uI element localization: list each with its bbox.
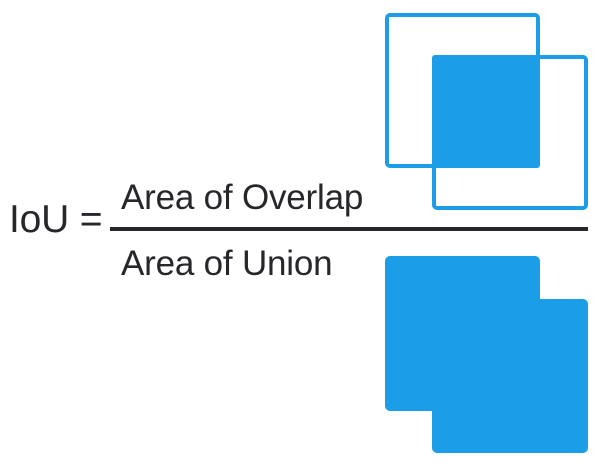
intersection-region-overlay (434, 57, 538, 166)
overlap-diagram-svg (385, 13, 588, 210)
overlap-diagram (370, 0, 600, 224)
union-diagram (370, 244, 600, 468)
iou-label: IoU = (9, 198, 103, 241)
union-diagram-svg (385, 256, 588, 453)
union-region-seam-patch (432, 299, 540, 411)
fraction-numerator-label: Area of Overlap (121, 178, 364, 217)
fraction-denominator-label: Area of Union (121, 244, 333, 283)
fraction-bar (110, 227, 588, 231)
